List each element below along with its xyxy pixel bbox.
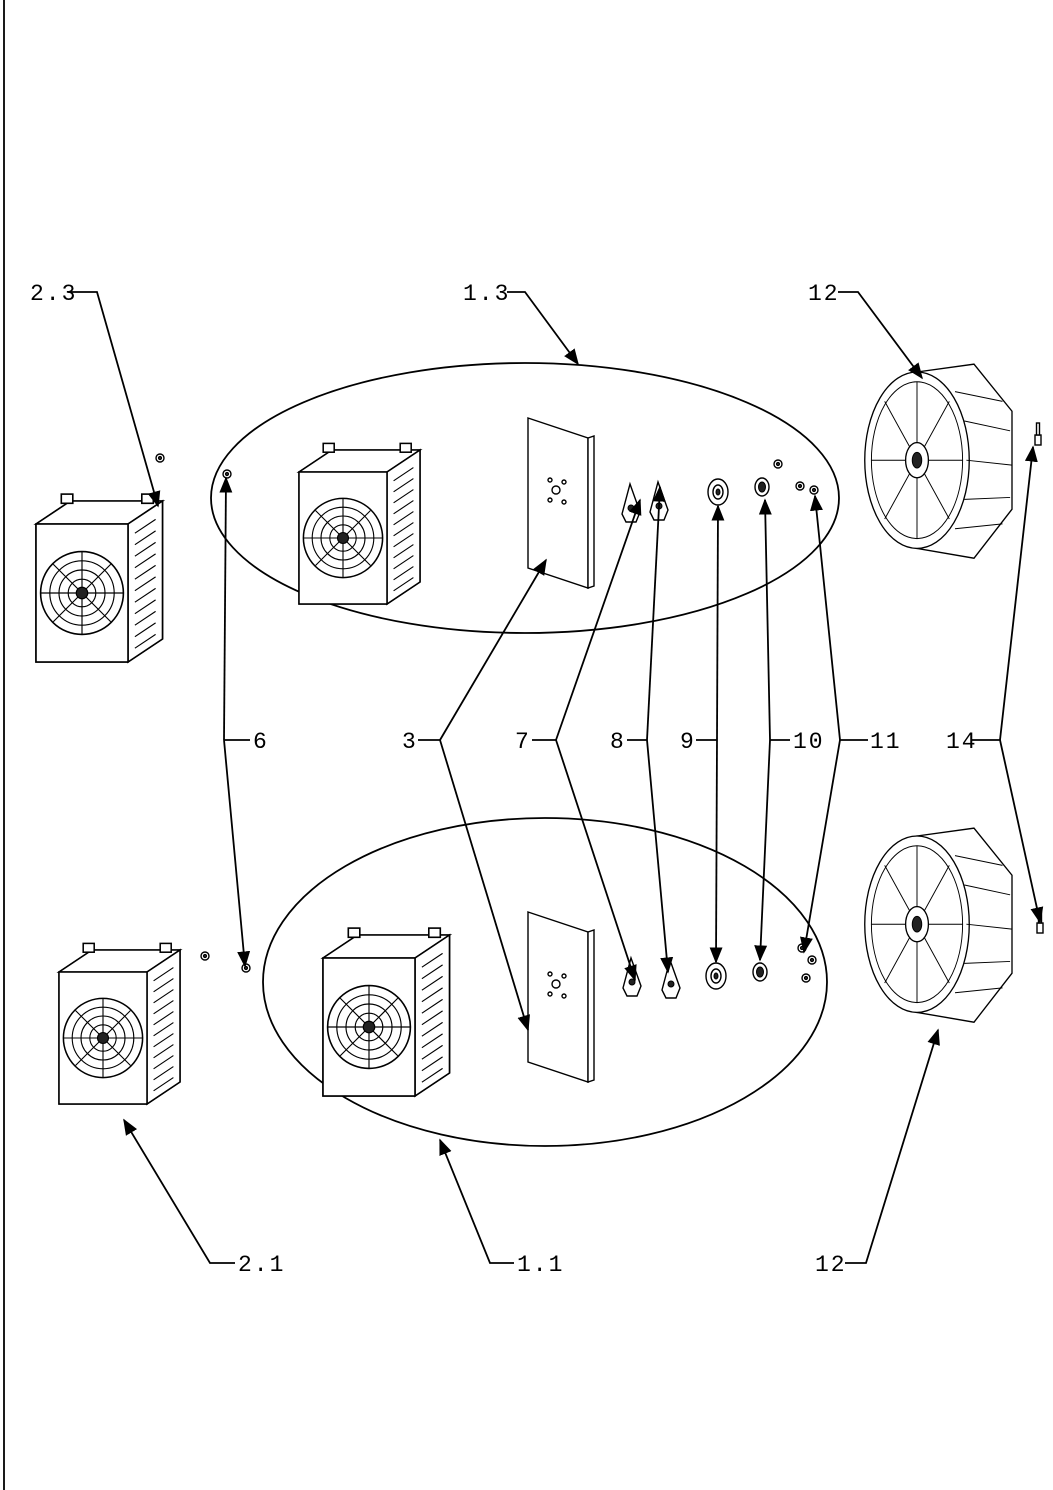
heater-unit-2-1	[58, 942, 181, 1105]
nut-11-upper-b	[795, 481, 805, 491]
heater-unit-2-3	[35, 493, 164, 663]
flange-7-upper	[621, 483, 641, 523]
nut-lower-left	[200, 951, 210, 961]
callout-2-1: 2.1	[238, 1252, 285, 1278]
flange-8-lower	[661, 959, 681, 999]
bolt-14-upper	[1034, 422, 1042, 446]
callout-7: 7	[515, 729, 531, 755]
plate-3-lower	[527, 911, 595, 1083]
leader-2-3	[68, 291, 161, 508]
nut-11-lower-b	[807, 955, 817, 965]
callout-10: 10	[793, 729, 825, 755]
bearing-9-lower	[705, 962, 727, 990]
callout-6: 6	[253, 729, 269, 755]
callout-12-top: 12	[808, 281, 840, 307]
nut-11-upper-a	[773, 459, 783, 469]
callout-1-3: 1.3	[463, 281, 510, 307]
callout-11: 11	[870, 729, 902, 755]
flange-7-lower	[622, 957, 642, 997]
assembly-ellipse-1-1	[262, 817, 828, 1147]
leader-2-1	[123, 1118, 235, 1264]
leader-12-top	[838, 291, 923, 380]
callout-14: 14	[946, 729, 978, 755]
callout-2-3: 2.3	[30, 281, 77, 307]
leader-1-3	[507, 291, 579, 366]
bearing-9-upper	[707, 478, 729, 506]
callout-3: 3	[402, 729, 418, 755]
leader-12-bottom	[845, 1028, 940, 1264]
assembly-ellipse-1-3	[210, 362, 840, 634]
nut-6-upper	[222, 469, 232, 479]
nut-upper-left	[155, 453, 165, 463]
heater-unit-1-1	[322, 927, 451, 1097]
nut-6-lower	[241, 963, 251, 973]
impeller-12-upper	[864, 363, 1013, 559]
plate-3-upper	[527, 417, 595, 589]
washer-10-lower	[752, 962, 768, 982]
washer-10-upper	[754, 477, 770, 497]
callout-8: 8	[610, 729, 626, 755]
nut-11-upper-c	[809, 485, 819, 495]
leader-1-1	[439, 1138, 514, 1264]
nut-11-lower-c	[801, 973, 811, 983]
callout-12-bottom: 12	[815, 1252, 847, 1278]
callout-9: 9	[680, 729, 696, 755]
callout-1-1: 1.1	[517, 1252, 564, 1278]
heater-unit-1-3	[298, 442, 421, 605]
impeller-12-lower	[864, 827, 1013, 1023]
